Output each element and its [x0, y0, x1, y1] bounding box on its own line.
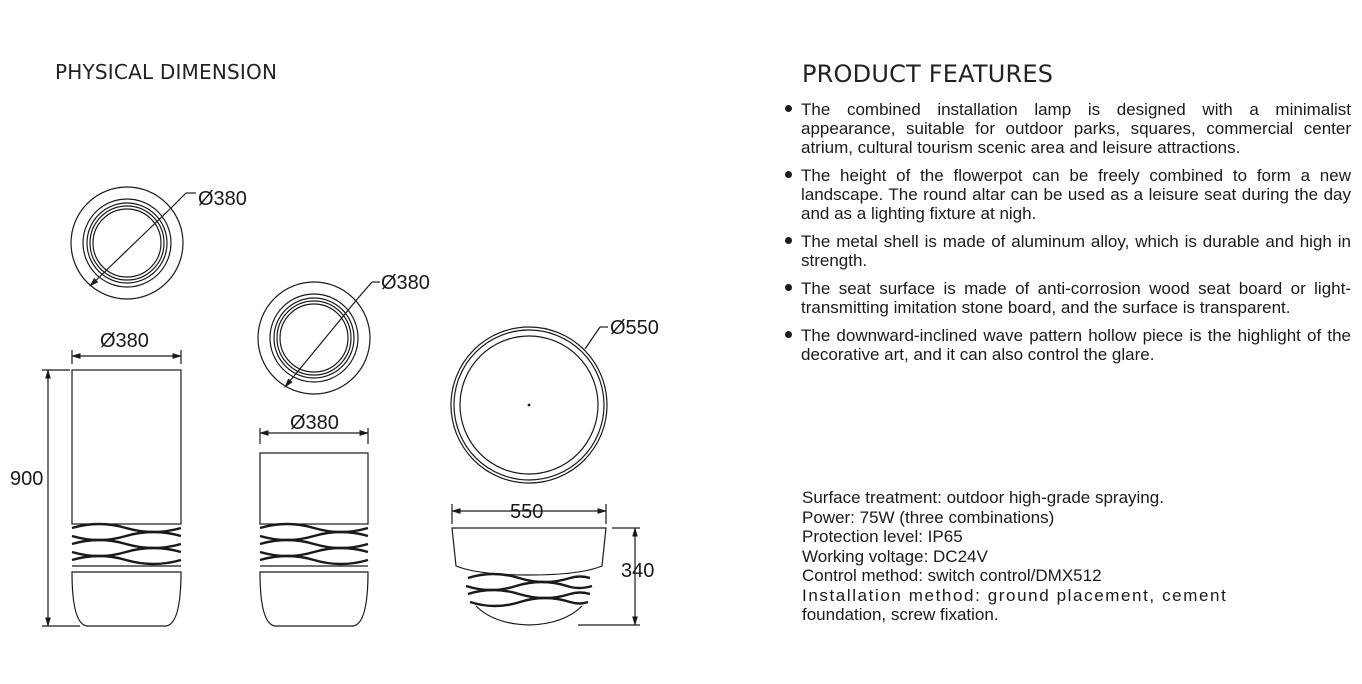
short-pot-width-label: Ø380 — [290, 412, 339, 434]
dimension-section-title: PHYSICAL DIMENSION — [55, 60, 278, 84]
spec-installation-method-cont: foundation, screw fixation. — [802, 605, 999, 624]
feature-bullet: The height of the flowerpot can be freel… — [785, 166, 1351, 223]
spec-control-method: Control method: switch control/DMX512 — [802, 566, 1102, 585]
short-pot-top-view — [257, 281, 380, 395]
specifications-block: Surface treatment: outdoor high-grade sp… — [802, 488, 1312, 625]
seat-bowl-width-label: 550 — [510, 501, 543, 523]
seat-bowl-height-label: 340 — [621, 560, 654, 582]
spec-installation-method: Installation method: ground placement, c… — [802, 585, 1228, 605]
tall-pot-height-label: 900 — [10, 468, 43, 490]
features-section-title: PRODUCT FEATURES — [802, 60, 1054, 88]
tall-pot-top-view — [70, 186, 196, 300]
feature-bullet: The seat surface is made of anti-corrosi… — [785, 279, 1351, 317]
tall-pot-front-view — [42, 350, 182, 627]
tall-pot-top-diameter-label: Ø380 — [198, 188, 247, 210]
feature-bullet: The downward-inclined wave pattern hollo… — [785, 326, 1351, 364]
short-pot-front-view — [259, 428, 369, 627]
spec-working-voltage: Working voltage: DC24V — [802, 546, 988, 566]
seat-bowl-top-view — [450, 326, 608, 484]
dimension-drawing: Ø380 Ø380 900 Ø380 Ø380 Ø550 550 340 — [10, 186, 659, 627]
spec-surface-treatment: Surface treatment: outdoor high-grade sp… — [802, 488, 1164, 507]
feature-bullet: The combined installation lamp is design… — [785, 100, 1351, 157]
short-pot-top-diameter-label: Ø380 — [381, 272, 430, 294]
spec-protection-level: Protection level: IP65 — [802, 527, 963, 546]
features-list: The combined installation lamp is design… — [785, 100, 1351, 373]
seat-bowl-top-diameter-label: Ø550 — [610, 317, 659, 339]
tall-pot-width-label: Ø380 — [100, 330, 149, 352]
seat-bowl-front-view — [451, 504, 640, 626]
spec-power: Power: 75W (three combinations) — [802, 507, 1055, 527]
feature-bullet: The metal shell is made of aluminum allo… — [785, 232, 1351, 270]
